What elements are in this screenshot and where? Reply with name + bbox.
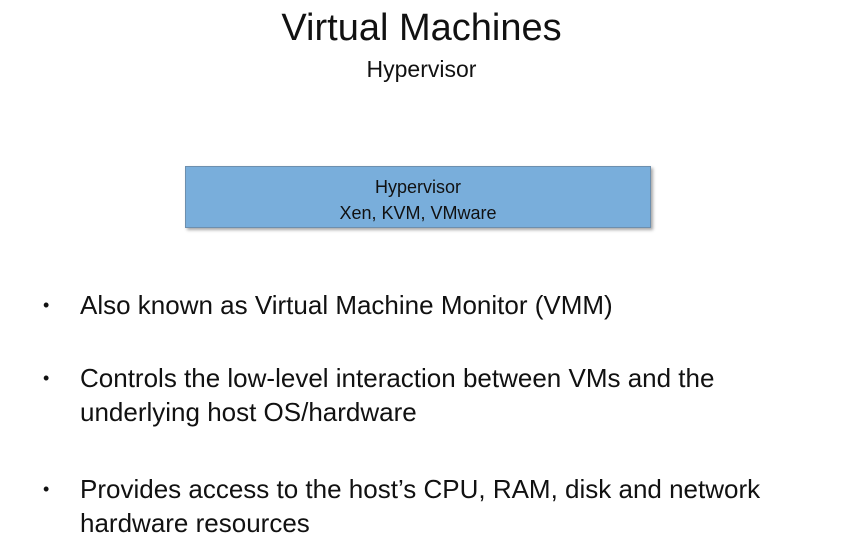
slide-title: Virtual Machines — [281, 7, 562, 49]
bullet-text: Also known as Virtual Machine Monitor (V… — [80, 290, 613, 320]
hypervisor-box-label: Hypervisor — [374, 177, 462, 197]
hypervisor-box-examples: Xen, KVM, VMware — [339, 203, 497, 223]
bullet-text: Controls the low-level interaction betwe… — [80, 363, 715, 427]
hypervisor-box: Hypervisor Xen, KVM, VMware — [185, 166, 651, 228]
bullet-marker-icon: • — [43, 368, 50, 388]
slide-subtitle: Hypervisor — [366, 56, 477, 82]
bullet-marker-icon: • — [43, 479, 50, 499]
bullet-text: Provides access to the host’s CPU, RAM, … — [80, 474, 761, 538]
bullet-marker-icon: • — [43, 295, 50, 315]
